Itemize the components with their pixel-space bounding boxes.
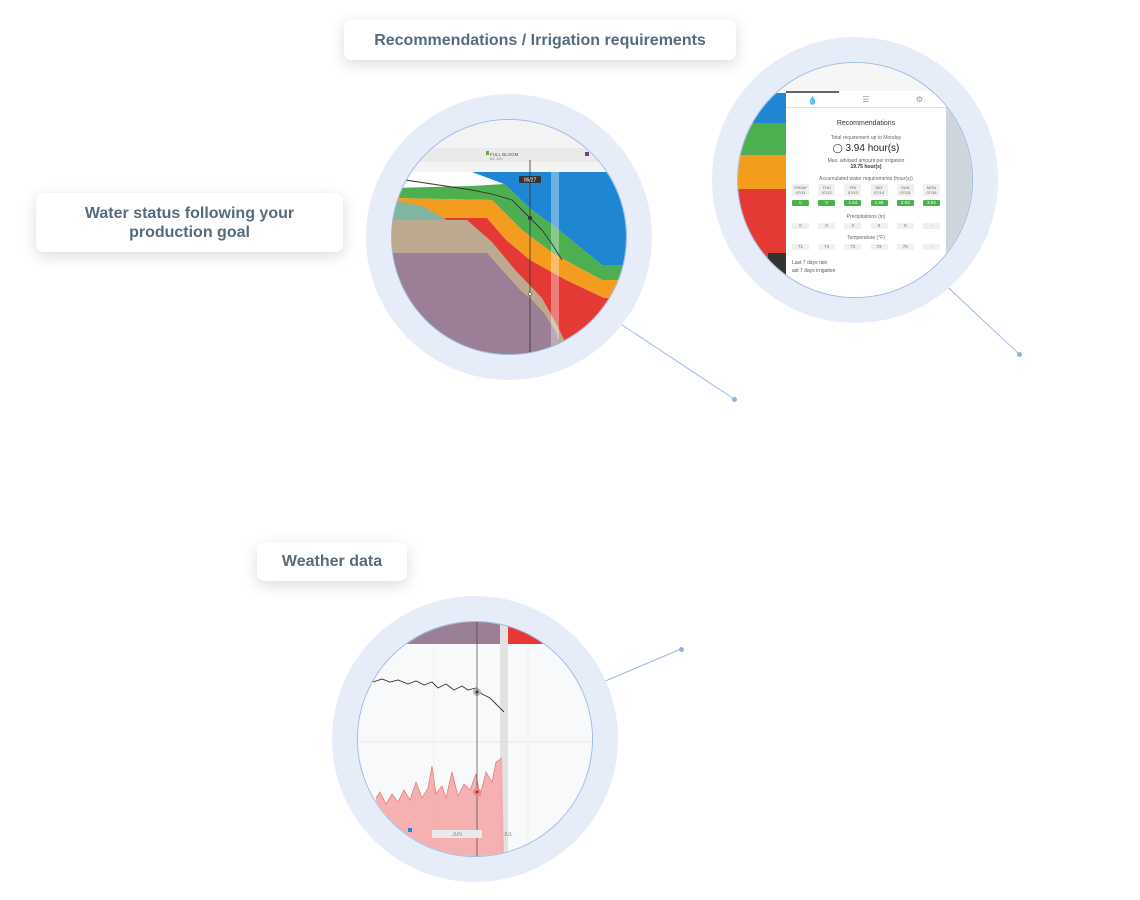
gear-icon: ⚙ <box>915 94 923 104</box>
water-status-chart: FULL BLOOM 6/1 JUN 06/27 <box>392 120 626 354</box>
temp-cell: 74 <box>818 244 836 250</box>
total-requirement-value: ◯ 3.94 hour(s) <box>786 143 946 154</box>
recommendations-panel: 💧 ☰ ⚙ Recommendations Total requirement … <box>786 91 946 297</box>
max-amount-value: 19.75 hour(s) <box>850 164 882 170</box>
weather-lens: JUN JUL <box>357 621 593 857</box>
day-date: 07/14 <box>874 190 885 195</box>
water-drop-icon: ◯ <box>832 143 843 153</box>
day-date: 07/13 <box>847 190 858 195</box>
stage-label: FULL BLOOM <box>490 152 519 157</box>
weather-chart: JUN JUL <box>358 622 592 856</box>
requirement-badge: 1.64 <box>844 200 862 206</box>
day-name: THU <box>822 185 831 190</box>
precip-cell: 0 <box>870 223 888 229</box>
precip-cell: 0 <box>896 223 914 229</box>
total-requirement-text: 3.94 hour(s) <box>845 143 900 154</box>
temp-cell: 75 <box>896 244 914 250</box>
day-name: SUN <box>901 185 910 190</box>
water-drop-icon: 💧 <box>807 95 818 105</box>
total-requirement-label: Total requirement up to Monday <box>830 135 902 141</box>
month-label: JUL <box>504 832 513 838</box>
accumulated-label: Accumulated water requirements (hour(s)) <box>819 176 913 182</box>
connector-dot <box>1017 352 1022 357</box>
precip-cell: - <box>922 223 940 229</box>
day-name: TODAY <box>793 185 808 190</box>
callout-recommendations: Recommendations / Irrigation requirement… <box>344 20 736 60</box>
rain-label: Last 7 days rain <box>792 260 828 266</box>
connector-dot <box>732 397 737 402</box>
precip-label: Precipitations (in) <box>846 214 886 220</box>
irrigation-label: ast 7 days irrigation <box>792 268 836 274</box>
day-name: MON <box>926 185 937 190</box>
requirement-badge: 3.94 <box>922 200 940 206</box>
list-icon: ☰ <box>862 94 870 104</box>
requirement-badge: 2.93 <box>896 200 914 206</box>
recommendations-lens: 💧 ☰ ⚙ Recommendations Total requirement … <box>737 62 973 298</box>
recommendations-tabs: 💧 ☰ ⚙ <box>786 91 946 108</box>
tab-settings[interactable]: ⚙ <box>893 91 946 107</box>
callout-recommendations-text: Recommendations / Irrigation requirement… <box>374 31 706 49</box>
callout-weather: Weather data <box>257 542 407 581</box>
stage-date: 6/1 JUN <box>490 157 503 161</box>
month-label: JUN <box>452 832 462 838</box>
day-date: 07/12 <box>821 190 832 195</box>
panel-title: Recommendations <box>836 120 896 127</box>
precip-row: 0 0 0 0 0 - <box>792 223 940 229</box>
water-status-lens: FULL BLOOM 6/1 JUN 06/27 <box>391 119 627 355</box>
day-name: FRI <box>849 185 857 190</box>
requirement-badge: 0 <box>792 200 809 206</box>
max-amount-label: Max. advised amount per irrigation <box>827 158 905 164</box>
precip-cell: 0 <box>818 223 836 229</box>
temp-row: 71 74 73 73 75 - <box>792 244 940 250</box>
temp-label: Temperature (°F) <box>847 235 885 241</box>
requirements-row: 0 0 1.64 1.99 2.93 3.94 <box>792 200 940 206</box>
precip-cell: 0 <box>844 223 862 229</box>
temp-cell: 73 <box>870 244 888 250</box>
tab-water-drop[interactable]: 💧 <box>786 91 840 107</box>
connector-dot <box>679 647 684 652</box>
temp-cell: 73 <box>844 244 862 250</box>
callout-water-status-text: Water status following your production g… <box>84 204 295 241</box>
callout-water-status: Water status following your production g… <box>36 193 343 252</box>
tab-list[interactable]: ☰ <box>839 91 892 107</box>
temp-cell: - <box>922 244 940 250</box>
day-date: 07/15 <box>900 190 911 195</box>
day-date: 07/11 <box>795 190 806 195</box>
temp-cell: 71 <box>792 244 809 250</box>
day-name: SAT <box>875 185 883 190</box>
date-marker: 06/27 <box>524 178 537 184</box>
callout-weather-text: Weather data <box>281 553 383 570</box>
precip-cell: 0 <box>792 223 809 229</box>
requirement-badge: 1.99 <box>870 200 888 206</box>
requirement-badge: 0 <box>818 200 836 206</box>
day-date: 07/16 <box>926 190 937 195</box>
